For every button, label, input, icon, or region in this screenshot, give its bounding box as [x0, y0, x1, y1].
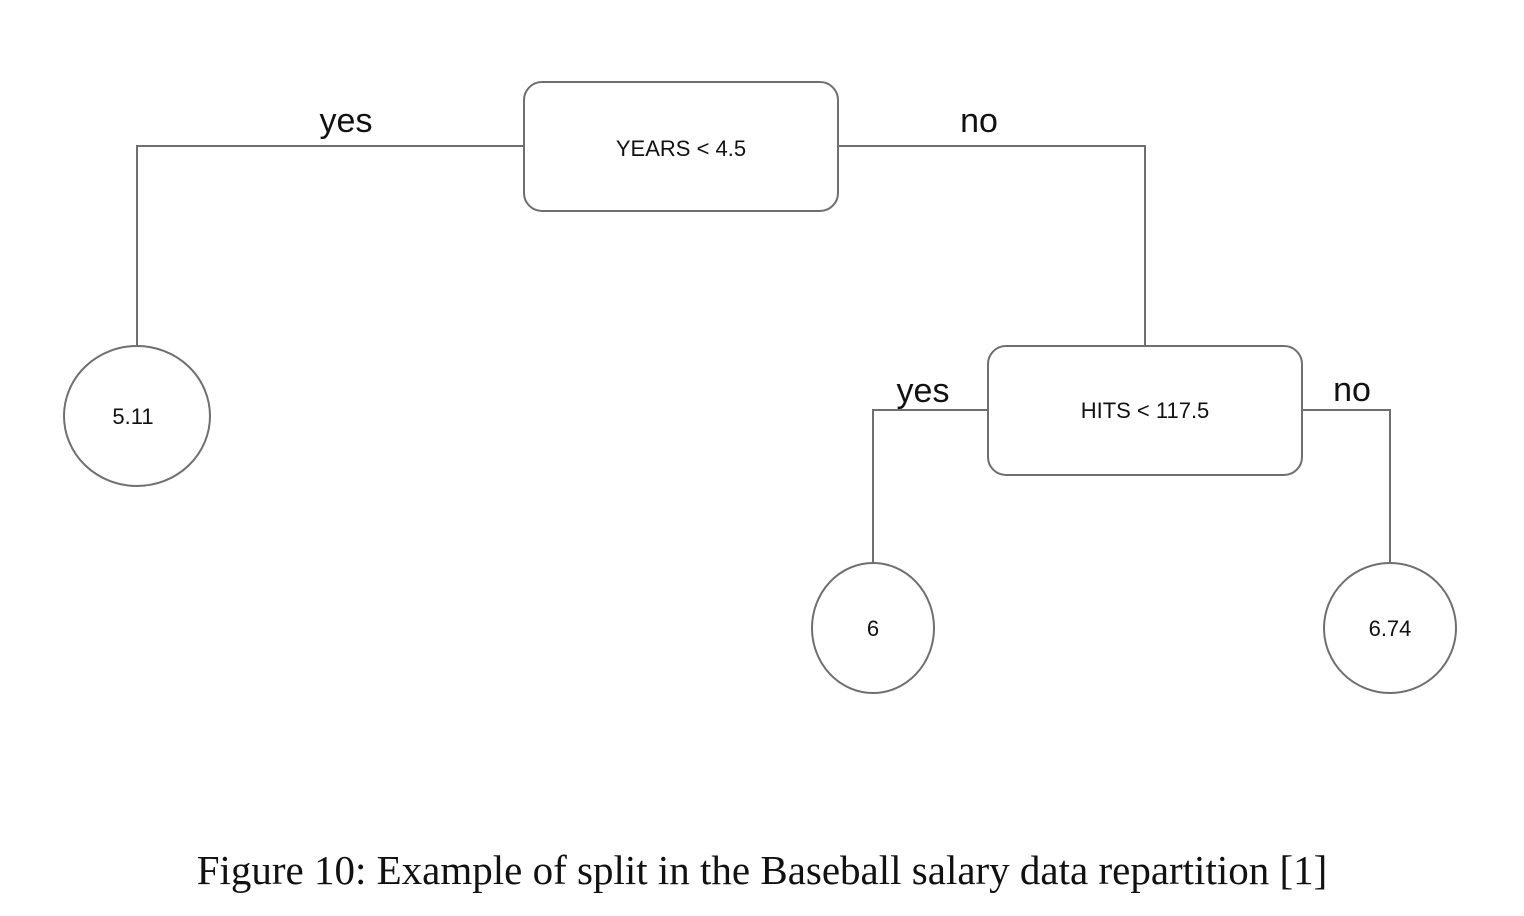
leaf-node-left-label: 5.11: [112, 404, 153, 429]
edge-root-yes: [136, 145, 524, 346]
leaf-node-right: 6.74: [1323, 562, 1457, 694]
decision-node-hits-label: HITS < 117.5: [1081, 398, 1210, 423]
leaf-node-left: 5.11: [63, 345, 211, 487]
edge-label-root-yes: yes: [320, 102, 373, 140]
edge-hits-yes: [872, 409, 988, 563]
figure-caption: Figure 10: Example of split in the Baseb…: [196, 847, 1328, 893]
decision-node-hits: HITS < 117.5: [987, 345, 1303, 476]
decision-node-years: YEARS < 4.5: [523, 81, 839, 212]
leaf-node-middle-label: 6: [867, 616, 879, 641]
edge-root-no: [838, 145, 1146, 346]
edge-label-hits-yes: yes: [897, 372, 950, 410]
decision-node-years-label: YEARS < 4.5: [616, 136, 746, 161]
leaf-node-right-label: 6.74: [1369, 616, 1412, 641]
edge-hits-no: [1302, 409, 1391, 563]
leaf-node-middle: 6: [811, 562, 935, 694]
decision-tree-diagram: YEARS < 4.5 HITS < 117.5 5.11 6 6.74 yes…: [63, 81, 1457, 694]
edge-label-root-no: no: [960, 102, 998, 140]
edge-label-hits-no: no: [1333, 371, 1371, 409]
